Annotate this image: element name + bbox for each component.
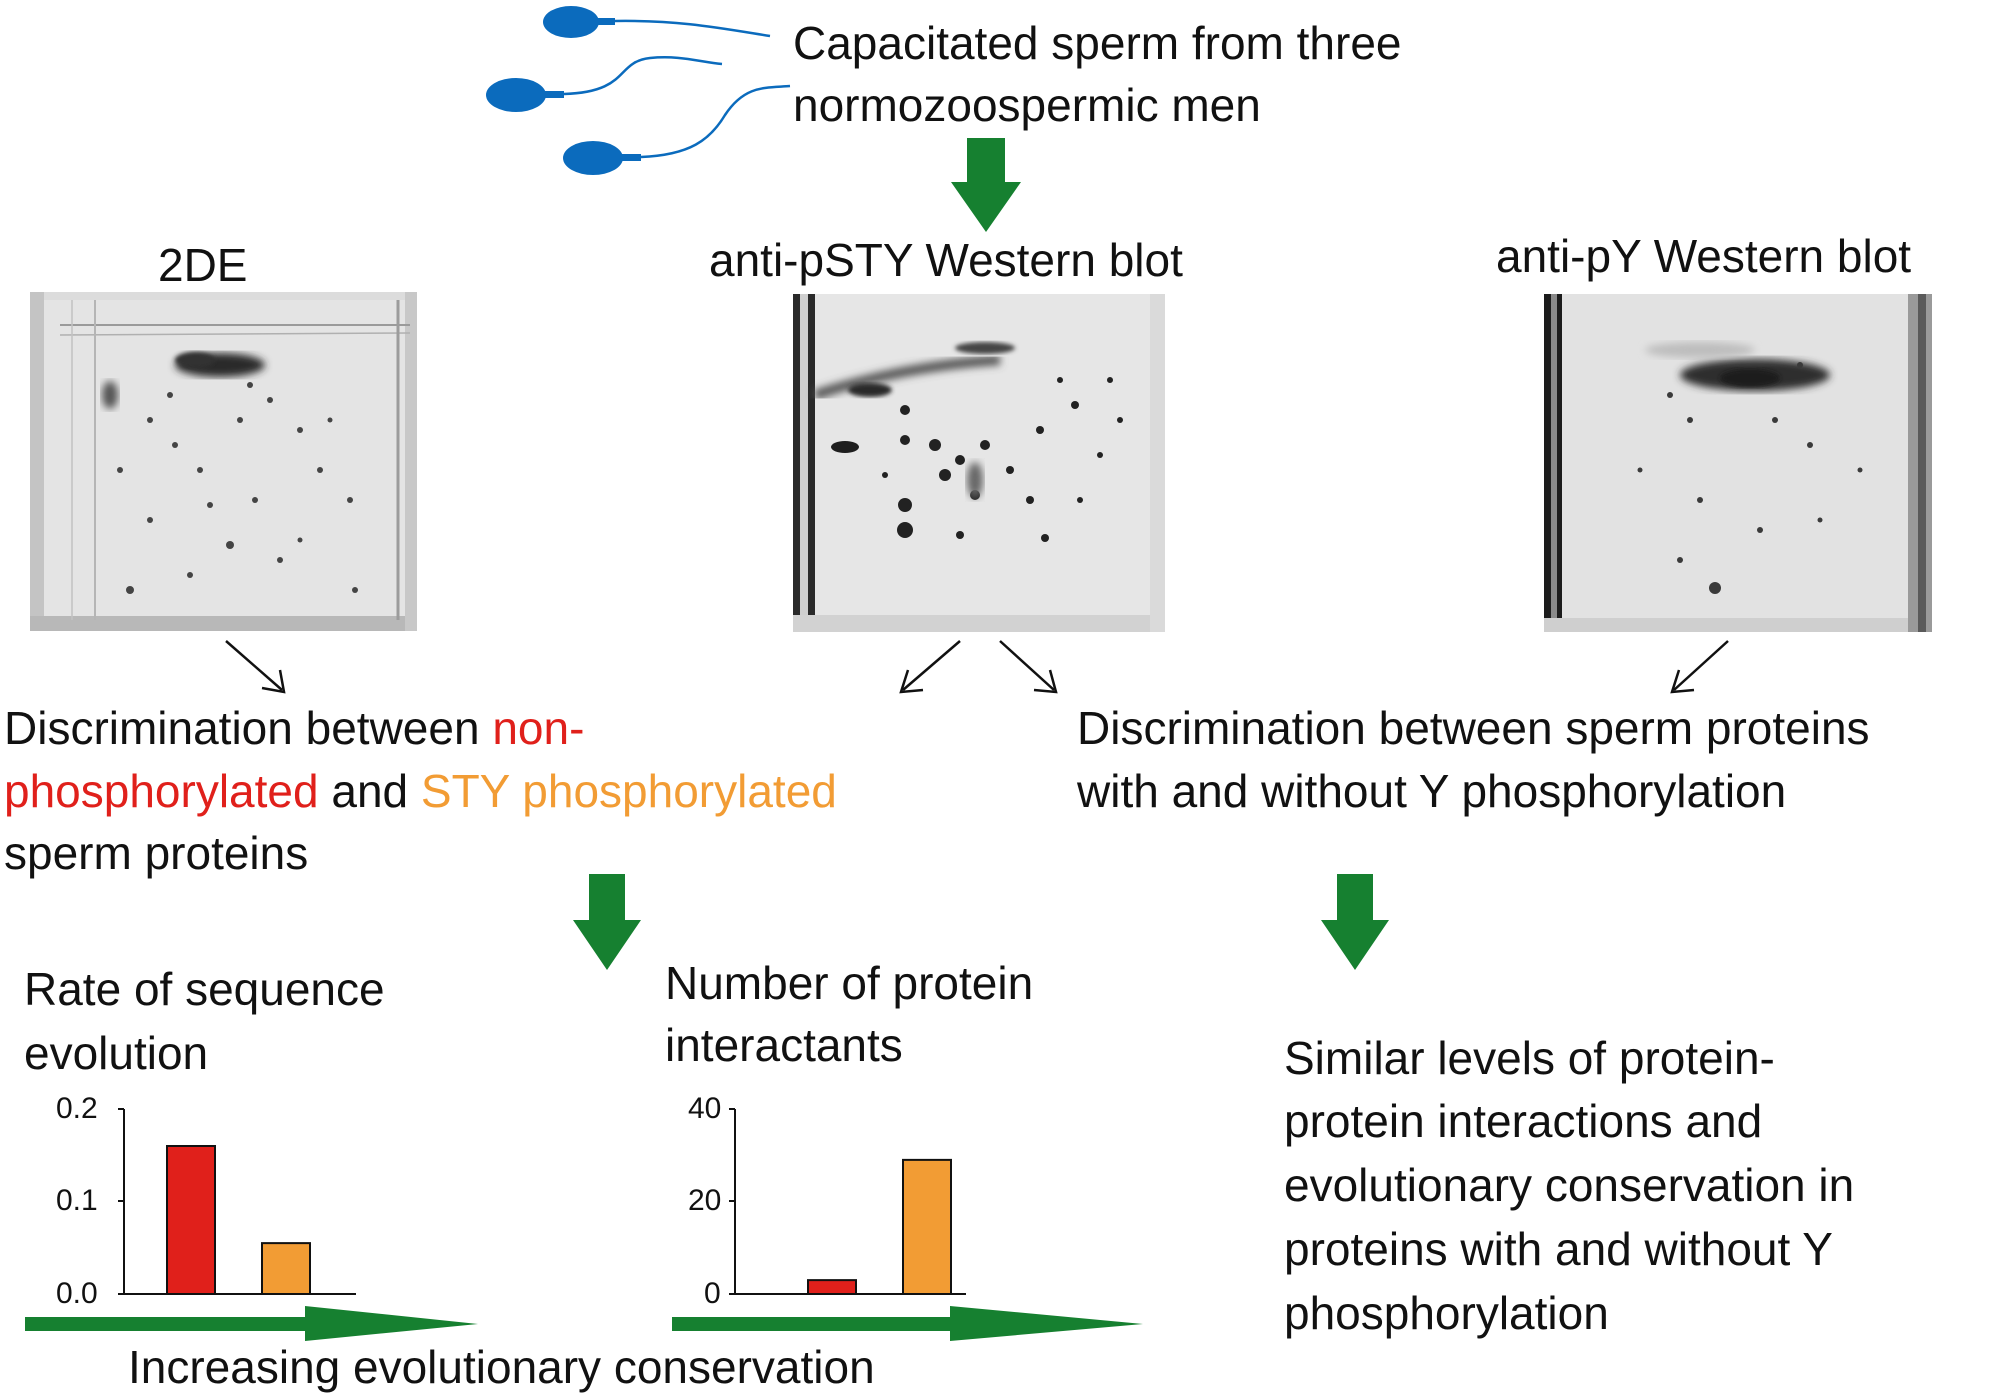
chart-1-axes: [118, 1108, 356, 1295]
green-right-arrow-icon-chart1: [25, 1306, 478, 1341]
anti-pY-label: anti-pY Western blot: [1496, 230, 1912, 282]
conclusion-line4: proteins with and without Y: [1284, 1223, 1833, 1275]
sperm-icon-2: [486, 56, 723, 112]
thin-arrow-icon-pSTY-left: [899, 640, 961, 694]
conclusion-line1: Similar levels of protein-: [1284, 1032, 1775, 1084]
chart-2-number-of-protein-interactants: [729, 1108, 966, 1295]
chart-1-ytick-top: 0.2: [56, 1092, 98, 1125]
left-result-line3: sperm proteins: [4, 827, 309, 879]
chart-1-rate-of-sequence-evolution: [118, 1108, 356, 1295]
chart-1-title-line1: Rate of sequence: [24, 963, 385, 1015]
conclusion-line5: phosphorylation: [1284, 1287, 1609, 1339]
top-caption-line2: normozoospermic men: [793, 79, 1261, 131]
gel-image-anti-pSTY: [793, 294, 1165, 632]
gel-image-2de: [30, 292, 417, 631]
chart-1-title-line2: evolution: [24, 1027, 209, 1079]
chart-2-bar-STY-phosphorylated: [902, 1158, 952, 1295]
chart-1-bar-non-phosphorylated: [166, 1145, 216, 1295]
gel-2de-label: 2DE: [158, 239, 248, 291]
green-down-arrow-icon-left: [573, 874, 641, 970]
right-result-line1: Discrimination between sperm proteins: [1077, 702, 1870, 754]
conclusion-line3: evolutionary conservation in: [1284, 1159, 1855, 1211]
chart-1-bar-STY-phosphorylated: [261, 1242, 311, 1295]
sty-phosphorylated-label: STY phosphorylated: [420, 765, 837, 817]
green-down-arrow-icon-top: [951, 138, 1021, 232]
thin-arrow-icon-pSTY-right: [999, 640, 1058, 694]
x-axis-caption: Increasing evolutionary conservation: [128, 1341, 875, 1393]
chart-2-bar-non-phosphorylated: [807, 1279, 857, 1295]
sperm-icon-3: [563, 84, 791, 175]
chart-2-ytick-mid: 20: [688, 1184, 722, 1217]
conclusion-line2: protein interactions and: [1284, 1095, 1763, 1147]
gel-image-anti-pY: [1544, 294, 1932, 632]
thin-arrow-icon-pY: [1670, 640, 1729, 694]
chart-1-ytick-mid: 0.1: [56, 1184, 98, 1217]
thin-arrow-icon-2de: [225, 640, 286, 694]
sperm-icon-1: [543, 6, 771, 38]
green-down-arrow-icon-right: [1321, 874, 1389, 970]
chart-2-title-line1: Number of protein: [665, 957, 1034, 1009]
top-caption-line1: Capacitated sperm from three: [793, 17, 1402, 69]
right-result-line2: with and without Y phosphorylation: [1077, 765, 1787, 817]
non-phosphorylated-label: non-: [492, 702, 585, 754]
chart-2-title-line2: interactants: [665, 1019, 903, 1071]
left-result-line2: phosphorylated and STY phosphorylated: [4, 765, 837, 817]
chart-1-ytick-bottom: 0.0: [56, 1277, 98, 1310]
chart-2-ytick-top: 40: [688, 1092, 722, 1125]
chart-2-ytick-bottom: 0: [704, 1277, 721, 1310]
left-result-line1: Discrimination between non-: [4, 702, 585, 754]
anti-pSTY-label: anti-pSTY Western blot: [709, 234, 1183, 286]
green-right-arrow-icon-chart2: [672, 1306, 1143, 1341]
